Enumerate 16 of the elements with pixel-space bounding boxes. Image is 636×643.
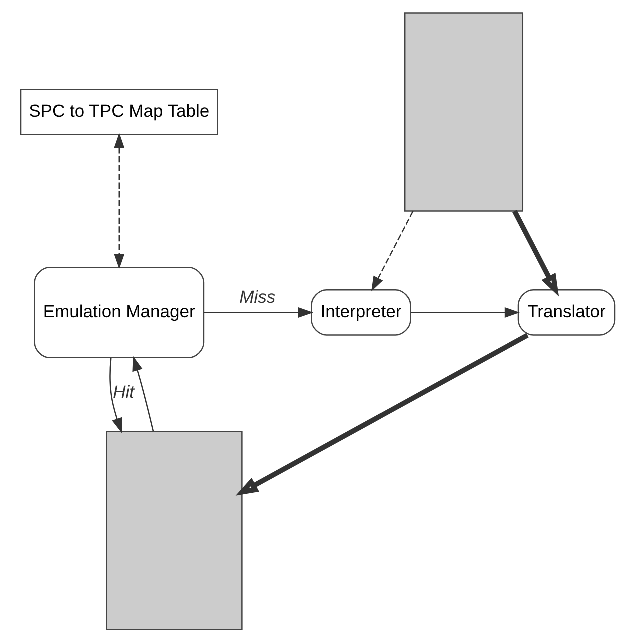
node-box: SPC to TPC Map Table bbox=[20, 89, 218, 136]
arrow bbox=[372, 211, 414, 292]
node-box: Emulation Manager bbox=[34, 266, 205, 358]
arrow bbox=[110, 358, 122, 434]
node-box bbox=[404, 12, 524, 212]
arrow bbox=[236, 333, 529, 496]
arrow bbox=[512, 210, 560, 297]
arrow bbox=[411, 307, 520, 318]
edge-label: Hit bbox=[113, 382, 135, 402]
arrow bbox=[132, 356, 154, 432]
node-box bbox=[106, 431, 243, 630]
arrow bbox=[204, 307, 314, 318]
edge-label: Miss bbox=[240, 286, 276, 307]
arrow bbox=[114, 133, 125, 270]
node-box: Translator bbox=[518, 290, 616, 336]
node-box: Interpreter bbox=[311, 290, 412, 336]
